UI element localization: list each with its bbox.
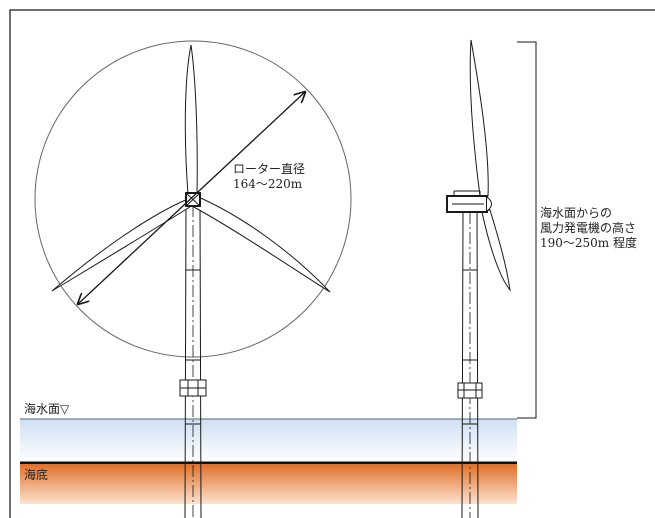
rotor-diameter-title: ローター直径 [233, 162, 306, 176]
turbine-front-view [34, 40, 352, 518]
height-line-2: 風力発電機の高さ [540, 221, 637, 235]
height-line-1: 海水面からの [540, 206, 613, 220]
seabed-area [20, 464, 517, 504]
turbine-height-label: 海水面からの 風力発電機の高さ 190〜250m 程度 [540, 206, 637, 251]
rotor-diameter-arrow [78, 92, 305, 304]
blade-up [184, 44, 198, 196]
height-line-3: 190〜250m 程度 [540, 236, 638, 250]
blade-lower-right [191, 195, 331, 293]
sea-area [20, 419, 517, 463]
rotor-diameter-value: 164〜220m [233, 177, 303, 191]
blade-lower-left [51, 198, 194, 292]
spinner [486, 196, 492, 212]
turbine-side-view [446, 39, 537, 518]
seabed-label: 海底 [24, 468, 49, 482]
figure-border [9, 9, 655, 518]
blade-side-lower [481, 209, 511, 292]
rotor-diameter-label: ローター直径 164〜220m [233, 162, 305, 192]
sea-surface-label: 海水面▽ [24, 402, 70, 416]
height-bracket [517, 41, 537, 419]
blade-side-upper [469, 39, 489, 197]
